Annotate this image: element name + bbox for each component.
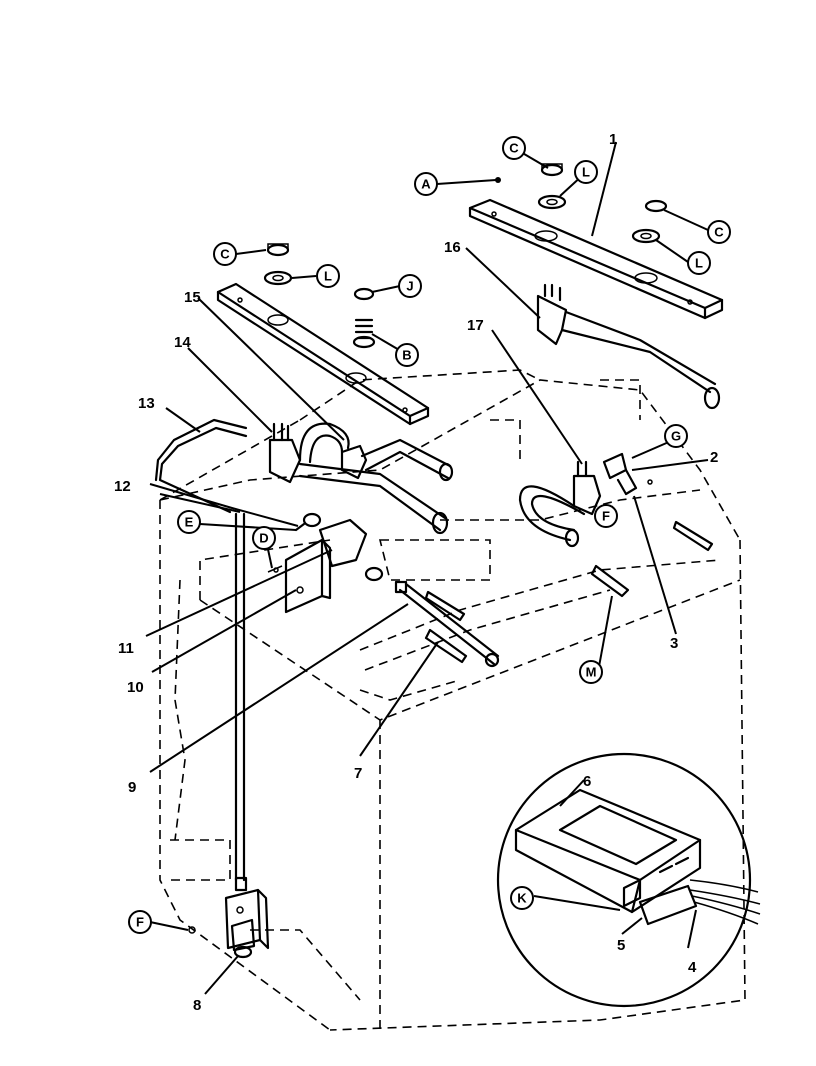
callout-11: 11: [118, 640, 134, 657]
callout-B: B: [402, 348, 411, 363]
cabinet-outline: [159, 369, 746, 1031]
callout-16: 16: [444, 239, 461, 256]
callout-17: 17: [467, 317, 484, 334]
callout-C-right: C: [714, 225, 724, 240]
callout-4: 4: [688, 959, 697, 976]
callout-A: A: [421, 177, 431, 192]
callout-14: 14: [174, 334, 191, 351]
letter-callouts: A B C C C D E F F G J K L L L M: [128, 136, 731, 934]
leader-lines: [145, 141, 709, 995]
right-burner-bracket: [468, 198, 724, 320]
callout-E: E: [185, 515, 194, 530]
gas-supply-line: [154, 418, 248, 892]
callout-9: 9: [128, 779, 136, 796]
inset-detail: [496, 752, 761, 1008]
orifice-spuds: [394, 520, 714, 668]
callout-M: M: [586, 665, 597, 680]
callout-C-top: C: [509, 141, 519, 156]
callout-10: 10: [127, 679, 144, 696]
callout-L-right: L: [695, 256, 703, 271]
callout-1: 1: [609, 131, 617, 148]
callout-12: 12: [114, 478, 131, 495]
left-burner-tubes: [268, 422, 454, 535]
callout-15: 15: [184, 289, 201, 306]
right-burner-tube: [536, 283, 721, 410]
nuts-and-washers: [263, 163, 668, 349]
right-lower-burner-tube: [518, 460, 602, 548]
callout-3: 3: [670, 635, 678, 652]
clips: [602, 452, 653, 513]
callout-2: 2: [710, 449, 718, 466]
callout-J: J: [406, 279, 413, 294]
callout-F-right: F: [602, 509, 610, 524]
callout-6: 6: [583, 773, 591, 790]
callout-C-left: C: [220, 247, 230, 262]
callout-L-left: L: [324, 269, 332, 284]
callout-5: 5: [617, 937, 625, 954]
callout-13: 13: [138, 395, 155, 412]
callout-G: G: [671, 429, 681, 444]
callout-L-top: L: [582, 165, 590, 180]
number-callouts: 1 2 3 4 5 6 7 8 9 10 11 12 13 14 15 16 1…: [114, 131, 718, 1014]
callout-8: 8: [193, 997, 201, 1014]
callout-D: D: [259, 531, 268, 546]
callout-7: 7: [354, 765, 362, 782]
callout-K: K: [517, 891, 527, 906]
callout-F-bottom: F: [136, 915, 144, 930]
left-burner-bracket: [216, 282, 430, 426]
bottom-bracket: [188, 888, 270, 959]
